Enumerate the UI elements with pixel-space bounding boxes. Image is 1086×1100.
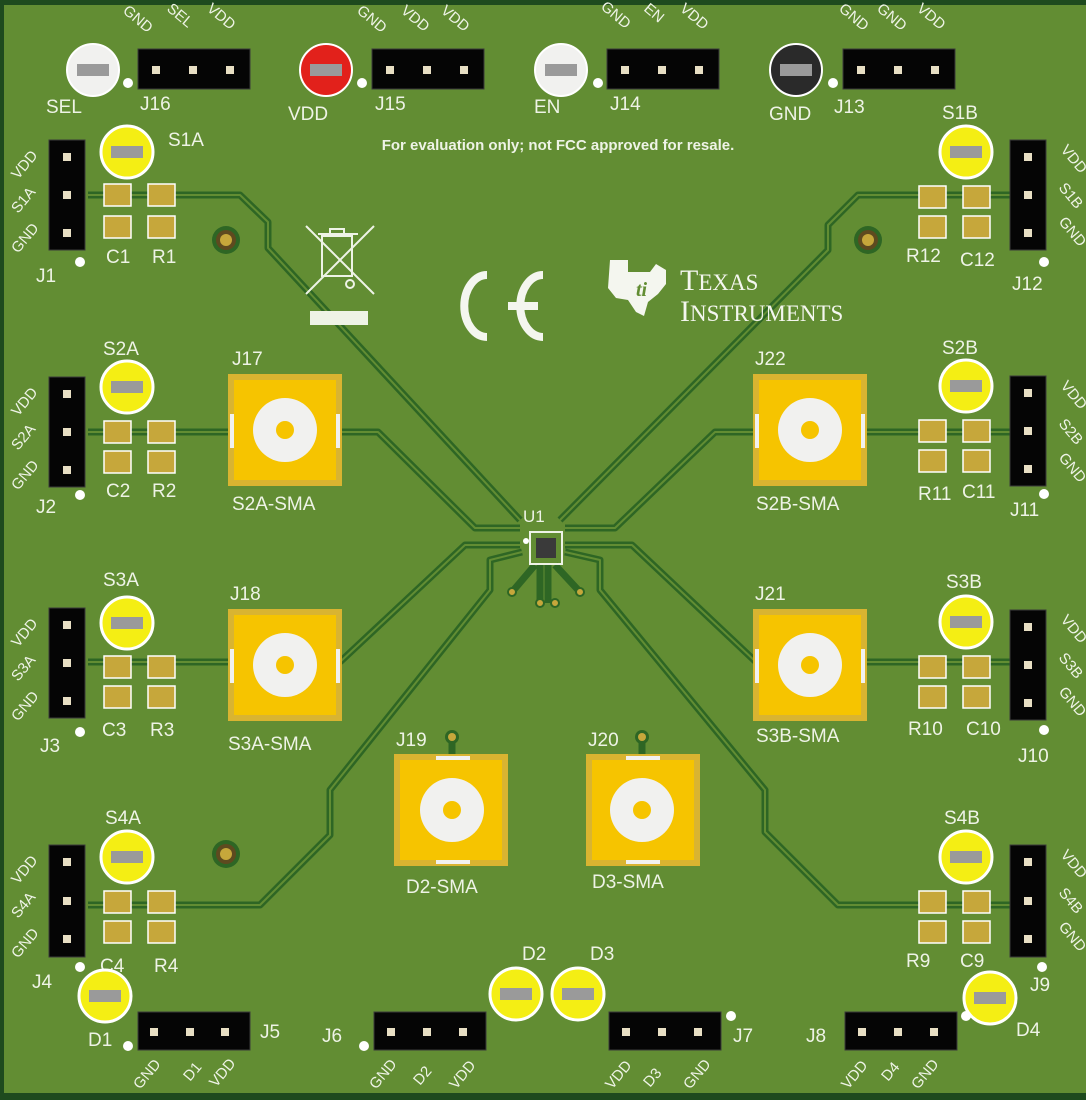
pin1-marker: [123, 78, 133, 88]
svg-text:S2B-SMA: S2B-SMA: [756, 494, 840, 515]
sma-j21[interactable]: J21 S3B-SMA: [753, 584, 867, 747]
svg-text:J7: J7: [733, 1026, 753, 1047]
svg-text:J15: J15: [375, 94, 406, 115]
svg-text:J5: J5: [260, 1022, 280, 1043]
test-point-slot: [77, 64, 109, 76]
texas-state-icon: [608, 260, 666, 316]
sma-j22[interactable]: J22 S2B-SMA: [753, 349, 867, 515]
svg-text:R1: R1: [152, 247, 176, 268]
svg-text:S3B-SMA: S3B-SMA: [756, 726, 840, 747]
svg-text:R3: R3: [150, 720, 174, 741]
svg-text:R11: R11: [918, 484, 951, 505]
svg-text:S2B: S2B: [942, 338, 978, 359]
svg-text:S1B: S1B: [942, 103, 978, 124]
svg-text:S4A: S4A: [105, 808, 141, 829]
ic-u1[interactable]: U1: [507, 507, 585, 608]
channel-s1a[interactable]: S1A J1 C1 R1 VDD S1A GND: [8, 124, 204, 287]
ti-logo: ti TEXAS INSTRUMENTS: [608, 260, 843, 328]
svg-text:R9: R9: [906, 951, 930, 972]
svg-text:C2: C2: [106, 481, 130, 502]
svg-text:C9: C9: [960, 951, 984, 972]
svg-text:S3A-SMA: S3A-SMA: [228, 734, 312, 755]
svg-text:J11: J11: [1010, 500, 1039, 521]
svg-text:R4: R4: [154, 956, 179, 977]
ref-label: J16: [140, 94, 171, 115]
svg-text:R2: R2: [152, 481, 176, 502]
left-channels: S1A J1 C1 R1 VDD S1A GND S2A J2 C2 R2 VD…: [8, 124, 204, 993]
channel-s3b[interactable]: S3B J10 R10 C10 VDD S3B GND: [908, 572, 1086, 767]
svg-text:J1: J1: [36, 266, 56, 287]
svg-text:VDD: VDD: [288, 104, 328, 125]
ti-line1: TEXAS: [680, 264, 758, 297]
svg-text:S1A: S1A: [168, 130, 204, 151]
ce-mark-icon: [460, 271, 544, 341]
svg-text:J14: J14: [610, 94, 641, 115]
mounting-vias: [212, 226, 882, 868]
svg-text:D3-SMA: D3-SMA: [592, 872, 664, 893]
sma-j20[interactable]: J20 D3-SMA: [586, 730, 700, 893]
svg-text:J4: J4: [32, 972, 53, 993]
fcc-notice: For evaluation only; not FCC approved fo…: [382, 137, 735, 154]
svg-text:J22: J22: [755, 349, 786, 370]
svg-text:C1: C1: [106, 247, 130, 268]
channel-s4a[interactable]: S4A J4 C4 R4 VDD S4A GND: [8, 808, 179, 993]
svg-text:J10: J10: [1018, 746, 1049, 767]
svg-text:C12: C12: [960, 250, 995, 271]
svg-text:S3A: S3A: [103, 570, 139, 591]
header-j16[interactable]: SEL J16 GND SEL VDD: [46, 0, 251, 118]
ti-line2: INSTRUMENTS: [680, 295, 843, 328]
svg-text:J2: J2: [36, 497, 56, 518]
svg-text:C11: C11: [962, 482, 995, 503]
sma-j18[interactable]: J18 S3A-SMA: [228, 584, 342, 755]
svg-text:S3B: S3B: [946, 572, 982, 593]
svg-text:S4B: S4B: [944, 808, 980, 829]
sma-j19[interactable]: J19 D2-SMA: [394, 730, 508, 898]
svg-text:D2: D2: [522, 944, 546, 965]
svg-text:J18: J18: [230, 584, 261, 605]
svg-text:R10: R10: [908, 719, 943, 740]
svg-text:J13: J13: [834, 97, 865, 118]
svg-text:S2A: S2A: [103, 339, 139, 360]
svg-text:R12: R12: [906, 246, 941, 267]
svg-text:J20: J20: [588, 730, 619, 751]
svg-text:J8: J8: [806, 1026, 826, 1047]
svg-text:C10: C10: [966, 719, 1001, 740]
svg-text:J17: J17: [232, 349, 263, 370]
svg-text:J6: J6: [322, 1026, 342, 1047]
svg-text:C3: C3: [102, 720, 126, 741]
svg-text:J3: J3: [40, 736, 60, 757]
channel-s1b[interactable]: S1B J12 R12 C12 VDD S1B GND: [906, 103, 1086, 295]
channel-s2b[interactable]: S2B J11 R11 C11 VDD S2B GND: [918, 338, 1086, 521]
svg-text:J9: J9: [1030, 975, 1050, 996]
svg-text:D4: D4: [1016, 1020, 1041, 1041]
tp-label: SEL: [46, 97, 82, 118]
weee-crossed-bin-icon: [305, 225, 375, 295]
svg-text:U1: U1: [523, 507, 545, 526]
sma-connectors: J17 S2A-SMA J18 S3A-SMA J22 S2B-SMA: [228, 349, 867, 898]
weee-bar: [310, 311, 368, 325]
svg-text:ti: ti: [636, 279, 648, 301]
svg-text:J21: J21: [755, 584, 786, 605]
svg-text:D3: D3: [590, 944, 614, 965]
svg-text:D1: D1: [88, 1030, 112, 1051]
svg-text:D2-SMA: D2-SMA: [406, 877, 478, 898]
sma-j17[interactable]: J17 S2A-SMA: [228, 349, 342, 515]
svg-text:EN: EN: [534, 97, 560, 118]
svg-text:GND: GND: [769, 104, 811, 125]
svg-text:J12: J12: [1012, 274, 1043, 295]
svg-text:J19: J19: [396, 730, 427, 751]
svg-text:S2A-SMA: S2A-SMA: [232, 494, 316, 515]
header-j6[interactable]: D2 J6 GND D2 VDD: [322, 944, 546, 1093]
